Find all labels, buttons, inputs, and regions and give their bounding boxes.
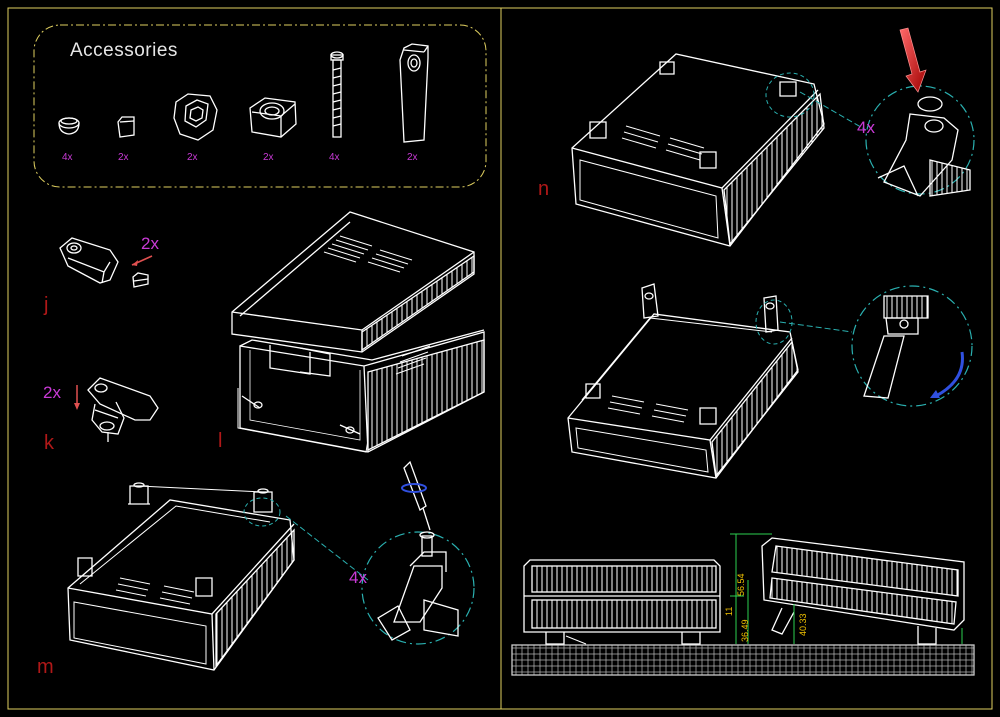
small-block-part: [117, 116, 135, 138]
small-block-qty: 2x: [118, 152, 129, 163]
step-m-enclosure: [67, 460, 475, 671]
step-j-label: j: [44, 294, 49, 316]
step-k-drawing: [74, 377, 159, 442]
step-n-count: 4x: [857, 118, 875, 137]
dimension-11: 11: [724, 606, 734, 616]
step-n-label: n: [538, 178, 550, 200]
step-j-drawing: [59, 237, 153, 288]
step-tilt-enclosure: [567, 283, 973, 479]
long-screw-qty: 4x: [329, 152, 340, 163]
step-j-count: 2x: [141, 234, 159, 253]
step-k-label: k: [44, 432, 54, 454]
step-n-enclosure: [571, 53, 975, 247]
step-l-label: l: [218, 430, 223, 452]
dimension-36-49: 36.49: [740, 619, 750, 642]
rubber-foot-part: [58, 117, 80, 135]
dimension-56-54: 56.54: [736, 573, 746, 596]
step-m-label: m: [37, 656, 54, 678]
tilt-leg-qty: 2x: [407, 152, 418, 163]
accessories-title: Accessories: [70, 40, 178, 61]
side-view-drawing: [511, 537, 975, 676]
step-k-count: 2x: [43, 383, 61, 402]
dimension-40-33: 40.33: [798, 613, 808, 636]
tilt-leg-part: [399, 43, 429, 143]
rubber-foot-qty: 4x: [62, 152, 73, 163]
dimension-lines: [730, 533, 963, 644]
accessories-panel: [33, 24, 487, 188]
step-l-enclosure: [231, 211, 485, 453]
hex-socket-block-part: [173, 93, 218, 141]
square-socket-block-qty: 2x: [263, 152, 274, 163]
square-socket-block-part: [249, 97, 297, 138]
long-screw-part: [330, 51, 344, 138]
hex-socket-block-qty: 2x: [187, 152, 198, 163]
step-m-count: 4x: [349, 568, 367, 587]
sheet-frame: [7, 7, 993, 710]
red-push-arrow: [899, 27, 927, 93]
